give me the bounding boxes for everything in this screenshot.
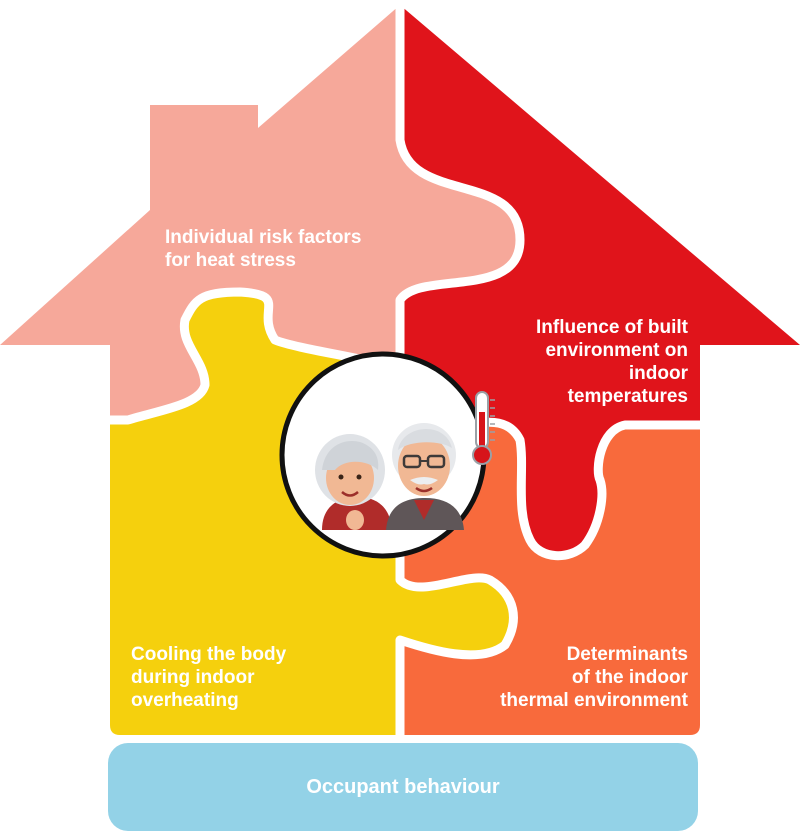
- determinants-line-1: Determinants: [566, 644, 688, 665]
- built-environment-line-1: Influence of built: [536, 317, 688, 338]
- cooling-line-2: during indoor: [131, 667, 255, 688]
- thermometer-icon: [472, 391, 495, 465]
- risk-factors-line-1: Individual risk factors: [165, 227, 362, 248]
- determinants-line-3: thermal environment: [500, 690, 688, 711]
- elderly-woman-figure: [315, 434, 392, 530]
- built-environment-line-4: temperatures: [567, 386, 688, 407]
- built-environment-label: Influence of built environment on indoor…: [470, 316, 688, 408]
- risk-factors-label: Individual risk factors for heat stress: [165, 226, 361, 272]
- determinants-label: Determinants of the indoor thermal envir…: [430, 643, 688, 712]
- occupant-behaviour-label: Occupant behaviour: [306, 775, 500, 798]
- determinants-line-2: of the indoor: [571, 667, 688, 688]
- elderly-couple-thermometer-icon: [279, 351, 495, 559]
- built-environment-line-3: indoor: [628, 363, 688, 384]
- risk-factors-line-2: for heat stress: [165, 250, 296, 271]
- built-environment-piece: [400, 5, 800, 556]
- elderly-man-figure: [386, 423, 464, 530]
- cooling-line-1: Cooling the body: [131, 644, 287, 665]
- risk-factors-piece: [0, 5, 520, 420]
- built-environment-line-2: environment on: [545, 340, 688, 361]
- cooling-label: Cooling the body during indoor overheati…: [131, 643, 286, 712]
- cooling-line-3: overheating: [131, 690, 239, 711]
- occupant-behaviour-bar: Occupant behaviour: [108, 743, 698, 831]
